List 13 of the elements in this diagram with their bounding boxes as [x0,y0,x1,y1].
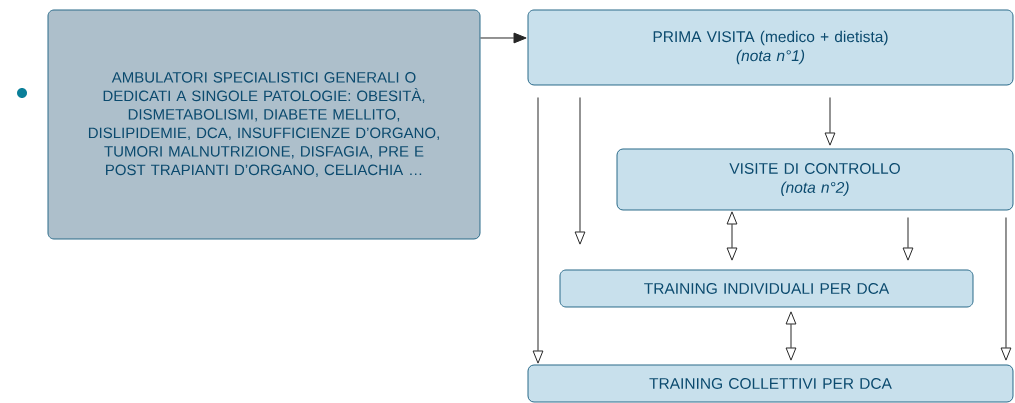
process-box: VISITE DI CONTROLLO (nota n°2) [616,148,1014,211]
process-box: PRIMA VISITA (medico + dietista) (nota n°1) [527,9,1014,86]
category-box: AMBULATORI SPECIALISTICI GENERALI O DEDICATI A SINGOLE PATOLOGIE: OBESITÀ, DISMETABOLISMI, DIABETE MELLITO, DISLIPIDEMIE, DCA, INSUFFICIENZE D’ORGANO, TUMORI MALNUTRIZIONE, DISFAGIA, PRE E POST TRAPIANTI D’ORGANO, CELIACHIA … [47,9,481,240]
process-box: TRAINING INDIVIDUALI PER DCA [559,269,974,308]
arrow [480,32,527,44]
arrow [1000,217,1012,361]
arrow [574,97,586,245]
arrow [726,211,738,261]
arrow [902,217,914,261]
arrow [785,311,797,361]
arrow [824,97,836,146]
arrow [532,97,544,364]
process-box: TRAINING COLLETTIVI PER DCA [527,364,1014,403]
